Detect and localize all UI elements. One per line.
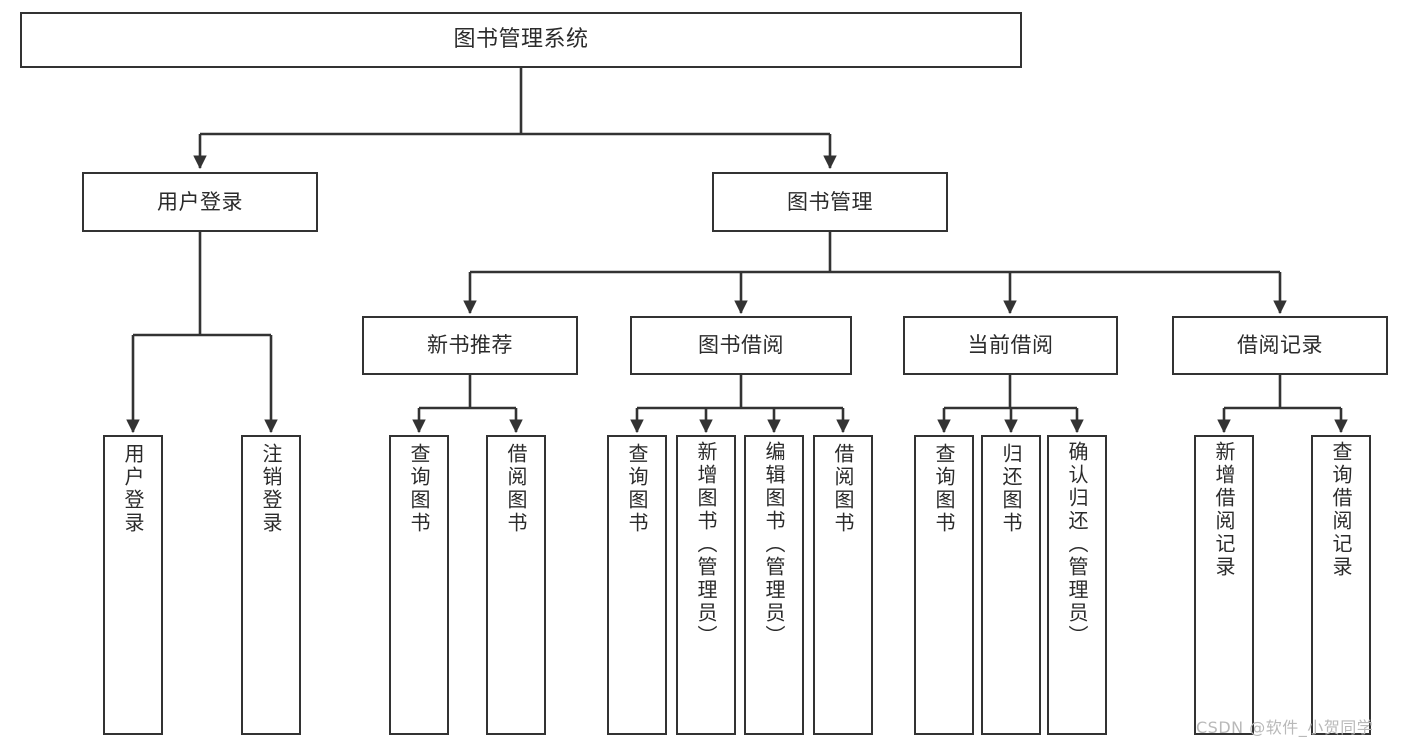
- leaf-user-login[interactable]: 用户登录: [103, 435, 163, 735]
- leaf-borrow-book-2[interactable]: 借阅图书: [813, 435, 873, 735]
- leaf-query-book-1-label: 查询图书: [407, 443, 431, 535]
- leaf-query-book-2[interactable]: 查询图书: [607, 435, 667, 735]
- leaf-query-book-1[interactable]: 查询图书: [389, 435, 449, 735]
- node-current-borrow[interactable]: 当前借阅: [903, 316, 1118, 375]
- node-user-login[interactable]: 用户登录: [82, 172, 318, 232]
- node-root-label: 图书管理系统: [453, 27, 589, 53]
- leaf-query-record-label: 查询借阅记录: [1329, 441, 1353, 579]
- node-book-manage[interactable]: 图书管理: [712, 172, 948, 232]
- leaf-query-book-2-label: 查询图书: [625, 443, 649, 535]
- leaf-confirm-return-label: 确认归还（管理员）: [1065, 441, 1089, 648]
- leaf-add-book[interactable]: 新增图书（管理员）: [676, 435, 736, 735]
- leaf-query-book-3-label: 查询图书: [932, 443, 956, 535]
- leaf-borrow-book-2-label: 借阅图书: [831, 443, 855, 535]
- leaf-edit-book[interactable]: 编辑图书（管理员）: [744, 435, 804, 735]
- node-new-book-recommend[interactable]: 新书推荐: [362, 316, 578, 375]
- leaf-user-login-label: 用户登录: [121, 443, 145, 535]
- csdn-watermark: CSDN @软件_小贺同学: [1196, 718, 1374, 737]
- node-borrow-record-label: 借阅记录: [1237, 333, 1323, 358]
- leaf-logout-label: 注销登录: [259, 443, 283, 535]
- node-current-borrow-label: 当前借阅: [967, 333, 1054, 358]
- node-root[interactable]: 图书管理系统: [20, 12, 1022, 68]
- leaf-add-book-label: 新增图书（管理员）: [694, 441, 718, 648]
- leaf-edit-book-label: 编辑图书（管理员）: [762, 441, 786, 648]
- node-borrow-record[interactable]: 借阅记录: [1172, 316, 1388, 375]
- leaf-query-record[interactable]: 查询借阅记录: [1311, 435, 1371, 735]
- node-book-borrow[interactable]: 图书借阅: [630, 316, 852, 375]
- leaf-borrow-book-1[interactable]: 借阅图书: [486, 435, 546, 735]
- leaf-add-record-label: 新增借阅记录: [1212, 441, 1236, 579]
- leaf-borrow-book-1-label: 借阅图书: [504, 443, 528, 535]
- leaf-add-record[interactable]: 新增借阅记录: [1194, 435, 1254, 735]
- leaf-confirm-return[interactable]: 确认归还（管理员）: [1047, 435, 1107, 735]
- leaf-query-book-3[interactable]: 查询图书: [914, 435, 974, 735]
- node-book-borrow-label: 图书借阅: [698, 333, 784, 358]
- leaf-logout[interactable]: 注销登录: [241, 435, 301, 735]
- node-new-book-recommend-label: 新书推荐: [427, 333, 513, 358]
- node-user-login-label: 用户登录: [157, 189, 243, 214]
- leaf-return-book-label: 归还图书: [999, 443, 1023, 535]
- node-book-manage-label: 图书管理: [787, 189, 873, 214]
- leaf-return-book[interactable]: 归还图书: [981, 435, 1041, 735]
